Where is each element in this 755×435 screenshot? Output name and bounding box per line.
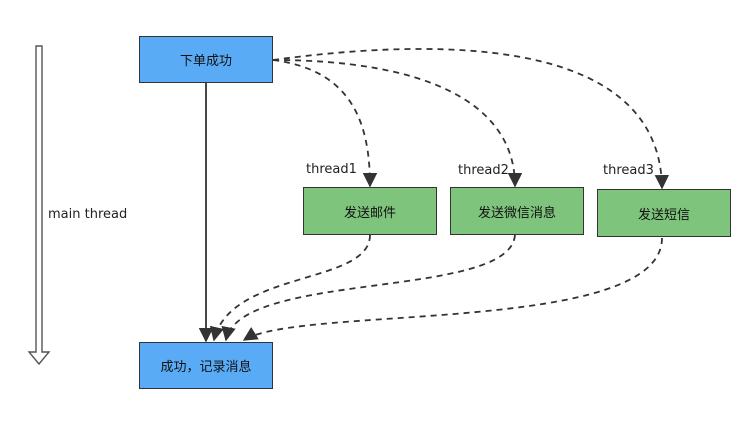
thread3-label: thread3 — [603, 163, 654, 178]
main-thread-label: main thread — [48, 207, 128, 222]
task2-to-end-arrow — [221, 234, 516, 342]
task3-node-text: 发送短信 — [637, 207, 690, 223]
task2-node-text: 发送微信消息 — [477, 205, 556, 221]
end-node-text: 成功，记录消息 — [160, 360, 252, 375]
task3-node: 发送短信 — [597, 189, 731, 237]
task1-to-end-arrow — [209, 234, 371, 342]
start-node-text: 下单成功 — [179, 54, 232, 69]
task1-node-text: 发送邮件 — [343, 205, 396, 221]
task2-node: 发送微信消息 — [450, 187, 584, 235]
thread1-label: thread1 — [306, 162, 357, 177]
end-node: 成功，记录消息 — [139, 342, 273, 389]
thread2-label: thread2 — [458, 163, 509, 178]
start-to-task2-arrow — [272, 59, 523, 188]
start-to-task3-arrow — [272, 48, 670, 190]
task3-to-end-arrow — [242, 237, 663, 341]
task1-node: 发送邮件 — [303, 187, 437, 235]
start-to-task1-arrow — [272, 59, 378, 188]
main-thread-arrow — [27, 45, 51, 366]
start-node: 下单成功 — [139, 36, 273, 83]
